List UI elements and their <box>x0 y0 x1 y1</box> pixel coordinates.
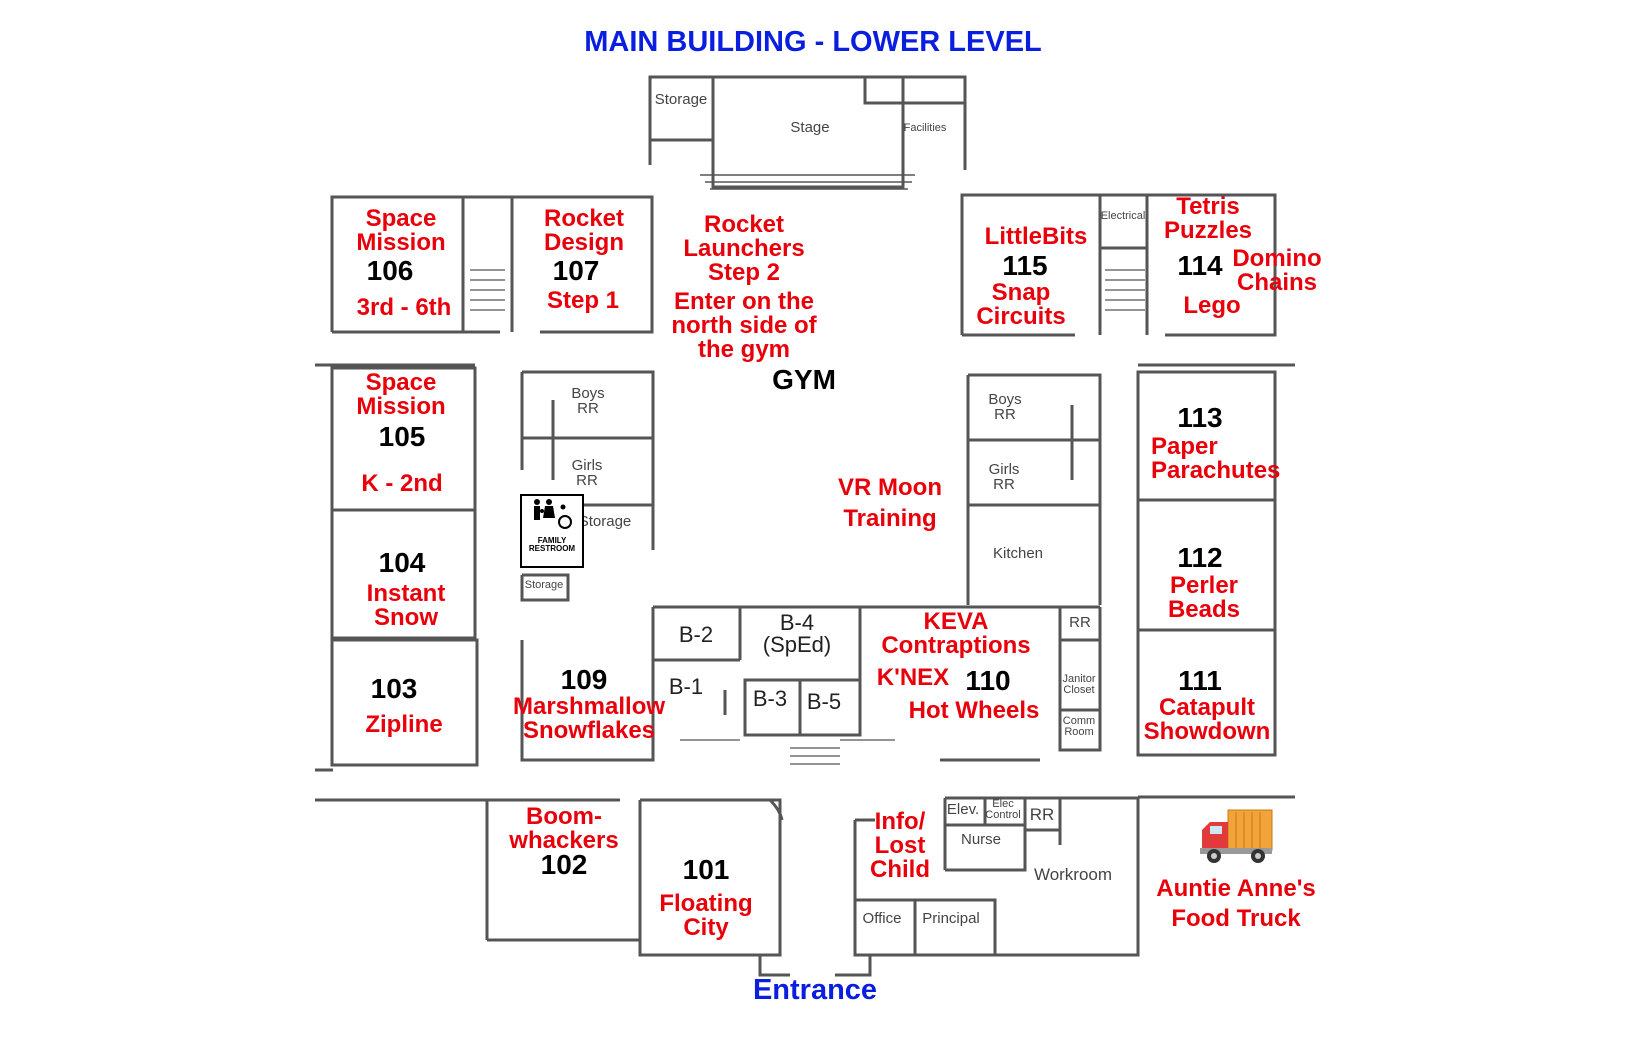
office-label: Office <box>862 910 902 927</box>
storage-small-label: Storage <box>524 579 564 591</box>
boys-rr-left: Boys RR <box>571 385 605 417</box>
kitchen-label: Kitchen <box>992 545 1044 562</box>
room-104-number: 104 <box>378 547 426 578</box>
rr-label: RR <box>1069 614 1091 631</box>
room-105-note: K - 2nd <box>361 470 443 497</box>
room-115-note: Snap Circuits <box>976 279 1066 330</box>
room-b3: B-3 <box>752 686 788 711</box>
room-111-activity: Catapult Showdown <box>1143 694 1271 745</box>
principal-label: Principal <box>922 910 980 927</box>
room-104-activity: Instant Snow <box>366 580 446 631</box>
room-105-number: 105 <box>378 421 426 452</box>
room-105-activity: Space Mission <box>356 369 446 420</box>
girls-rr-left: Girls RR <box>571 457 603 489</box>
info-lost-child: Info/ Lost Child <box>870 808 930 883</box>
room-115-number: 115 <box>1002 250 1048 281</box>
storage-left-label: Storage <box>578 513 632 530</box>
room-101-activity: Floating City <box>659 890 753 941</box>
vr-activity: VR Moon Training <box>838 474 942 533</box>
room-114-activity: Tetris Puzzles <box>1163 193 1253 244</box>
room-109-activity: Marshmallow Snowflakes <box>512 693 666 744</box>
family-restroom-icon <box>534 499 572 529</box>
food-truck-icon <box>1200 809 1273 863</box>
room-113-number: 113 <box>1177 402 1223 433</box>
gym-activity: Rocket Launchers Step 2 <box>683 211 805 286</box>
room-106-number: 106 <box>366 255 414 286</box>
facilities-label: Facilities <box>903 122 947 134</box>
room-110-number: 110 <box>965 665 1011 696</box>
room-107-number: 107 <box>552 255 600 286</box>
comm-room-label: Comm Room <box>1062 715 1096 738</box>
room-112-activity: Perler Beads <box>1167 572 1241 623</box>
room-101-number: 101 <box>682 854 730 885</box>
room-107-note: Step 1 <box>546 287 620 314</box>
rr-bottom-label: RR <box>1029 805 1055 824</box>
room-103-activity: Zipline <box>365 711 443 738</box>
gym-label: GYM <box>772 364 836 395</box>
boys-rr-right: Boys RR <box>988 391 1022 423</box>
room-114-number: 114 <box>1177 250 1223 281</box>
girls-rr-right: Girls RR <box>988 461 1020 493</box>
gym-activity-note: Enter on the north side of the gym <box>671 288 817 363</box>
room-b4: B-4 (SpEd) <box>762 610 832 657</box>
room-110-extra: Hot Wheels <box>908 697 1040 724</box>
room-111-number: 111 <box>1178 665 1222 696</box>
room-102-number: 102 <box>540 849 588 880</box>
room-115-activity: LittleBits <box>984 223 1088 250</box>
room-106-note: 3rd - 6th <box>356 294 452 321</box>
room-109-number: 109 <box>560 664 608 695</box>
room-110-activity: KEVA Contraptions <box>881 608 1031 659</box>
room-103-number: 103 <box>370 673 418 704</box>
room-113-activity: Paper Parachutes <box>1151 433 1281 484</box>
workroom-label: Workroom <box>1033 865 1113 884</box>
room-b5: B-5 <box>806 689 842 714</box>
room-b2: B-2 <box>678 622 714 647</box>
room-107-activity: Rocket Design <box>543 205 625 256</box>
elev-label: Elev. <box>946 801 980 818</box>
family-restroom-label: FAMILY RESTROOM <box>528 536 576 554</box>
janitor-closet-label: Janitor Closet <box>1062 673 1096 696</box>
room-110-note: K'NEX <box>876 664 950 691</box>
room-112-number: 112 <box>1177 542 1223 573</box>
room-114-extra: Lego <box>1183 292 1241 319</box>
nurse-label: Nurse <box>960 831 1002 848</box>
storage-label: Storage <box>654 91 708 108</box>
room-102-activity: Boom- whackers <box>509 803 619 854</box>
electrical-label: Electrical <box>1100 210 1146 222</box>
family-restroom-sign: FAMILY RESTROOM <box>520 494 584 568</box>
room-114-note: Domino Chains <box>1232 245 1322 296</box>
stage-label: Stage <box>790 119 830 136</box>
elec-control-label: Elec Control <box>985 798 1021 821</box>
room-106-activity: Space Mission <box>356 205 446 256</box>
map-title: MAIN BUILDING - LOWER LEVEL <box>584 26 1042 58</box>
room-b1: B-1 <box>668 674 704 699</box>
entrance-label: Entrance <box>752 974 878 1006</box>
food-truck-label: Auntie Anne's Food Truck <box>1156 875 1316 932</box>
